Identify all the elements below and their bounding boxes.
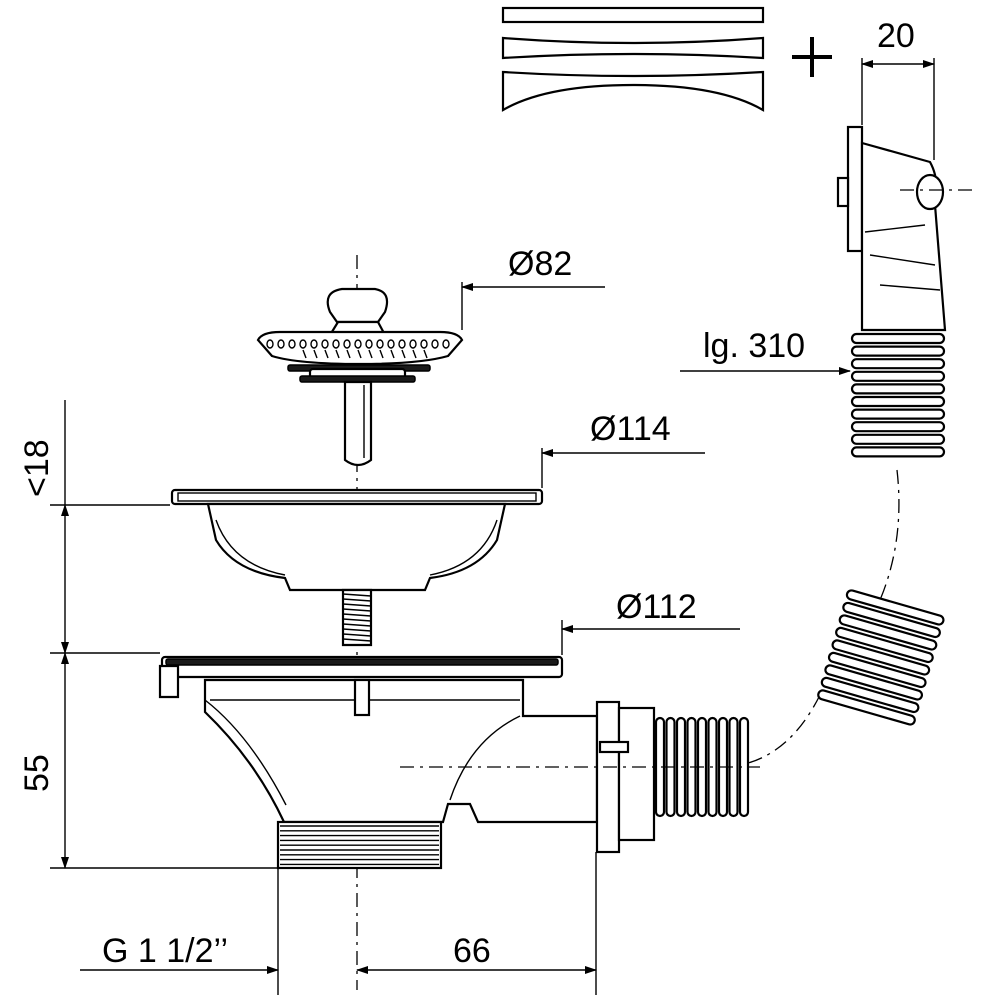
strainer-diameter-label: Ø82 — [508, 245, 572, 283]
height-dimensions — [50, 400, 278, 869]
overflow-gasket-set — [501, 6, 765, 112]
overflow-fitting — [836, 125, 947, 332]
hose-center-line-upper — [879, 469, 900, 601]
body-diameter-label: Ø112 — [616, 588, 697, 626]
body-height-label: 55 — [18, 754, 56, 792]
hose-center-line-lower — [739, 694, 821, 766]
waste-body — [158, 655, 599, 870]
overflow-width-dimension — [861, 58, 975, 191]
hose-length-label: lg. 310 — [703, 327, 805, 365]
thread-size-label: G 1 1/2’’ — [102, 932, 228, 970]
flange-diameter-dimension — [541, 448, 705, 488]
overflow-hose-top — [850, 332, 946, 458]
overflow-width-label: 20 — [877, 17, 915, 55]
overflow-hose-middle — [817, 589, 945, 726]
strainer-height-label: <18 — [18, 439, 56, 497]
body-diameter-dimension — [561, 620, 740, 655]
strainer-diameter-dimension — [461, 282, 605, 330]
strainer-plug — [256, 287, 464, 467]
side-outlet-connector — [400, 700, 760, 854]
plus-icon — [792, 37, 832, 77]
bottom-dimensions — [80, 852, 597, 995]
outlet-offset-label: 66 — [453, 932, 491, 970]
flange-diameter-label: Ø114 — [590, 410, 671, 448]
basket-flange — [170, 488, 544, 647]
